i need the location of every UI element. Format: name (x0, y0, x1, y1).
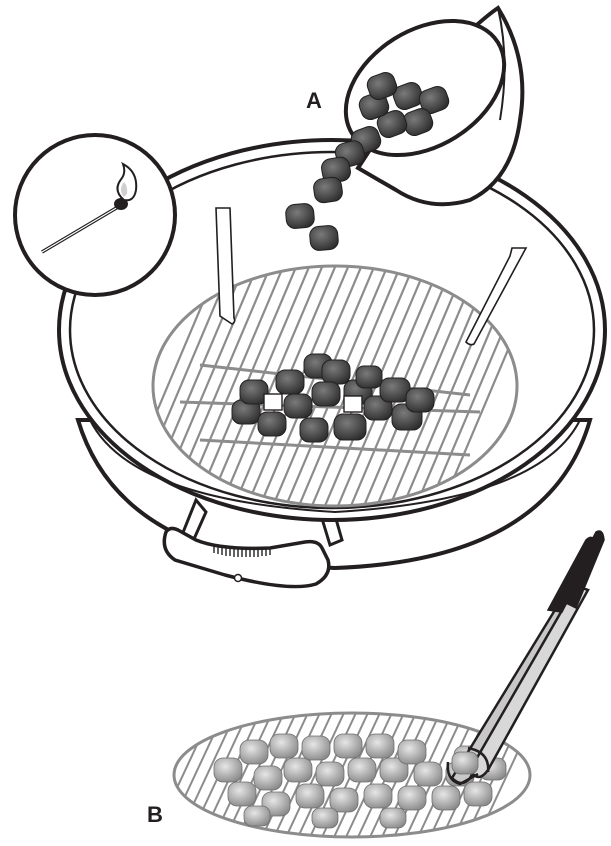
charcoal-briquette-icon (228, 782, 256, 806)
charcoal-briquette-icon (214, 758, 242, 782)
charcoal-briquette-icon (464, 782, 492, 806)
step-a-label: A (306, 88, 322, 114)
charcoal-briquette-icon (312, 382, 340, 406)
charcoal-briquette-icon (356, 366, 382, 388)
charcoal-briquette-icon (296, 784, 324, 808)
charcoal-briquette-icon (334, 734, 362, 758)
step-b-label: B (147, 802, 163, 828)
charcoal-briquette-icon (270, 734, 298, 758)
charcoal-briquette-icon (302, 736, 330, 760)
charcoal-briquette-icon (258, 412, 286, 436)
charcoal-briquette-icon (452, 752, 478, 774)
charcoal-briquette-icon (300, 418, 328, 442)
charcoal-briquette-icon (309, 225, 339, 251)
charcoal-briquette-icon (284, 394, 312, 418)
charcoal-briquette-icon (330, 788, 358, 812)
charcoal-briquette-icon (432, 786, 460, 810)
charcoal-briquette-icon (380, 808, 406, 828)
charcoal-briquette-icon (276, 370, 304, 394)
charcoal-briquette-icon (312, 808, 338, 828)
charcoal-briquette-icon (398, 740, 426, 764)
charcoal-briquette-icon (284, 758, 312, 782)
tongs-icon (448, 531, 604, 784)
fire-starter-cube-icon (344, 396, 362, 412)
charcoal-briquette-icon (254, 766, 282, 790)
charcoal-briquette-icon (312, 176, 343, 204)
charcoal-briquette-icon (366, 734, 394, 758)
charcoal-briquette-icon (240, 740, 268, 764)
charcoal-briquette-icon (244, 806, 270, 826)
charcoal-briquette-icon (322, 360, 350, 384)
charcoal-briquette-icon (285, 203, 315, 229)
charcoal-briquette-icon (348, 758, 376, 782)
charcoal-briquette-icon (334, 414, 366, 440)
charcoal-briquette-icon (364, 784, 392, 808)
charcoal-briquette-icon (406, 388, 434, 412)
charcoal-briquette-icon (316, 762, 344, 786)
fire-starter-cube-icon (264, 394, 282, 410)
charcoal-briquette-icon (398, 786, 426, 810)
match-inset (15, 135, 175, 295)
charcoal-briquette-icon (414, 762, 442, 786)
